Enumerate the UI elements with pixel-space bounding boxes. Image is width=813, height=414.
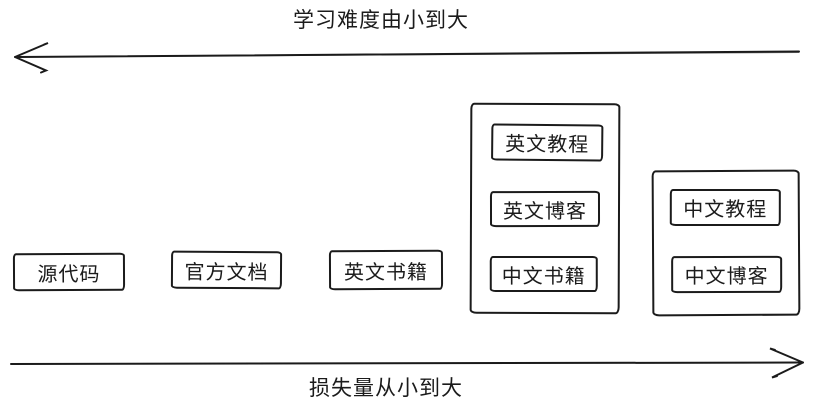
group-box-chinese: 中文教程 中文博客 — [651, 169, 801, 317]
box-chinese-books: 中文书籍 — [489, 255, 598, 293]
box-chinese-books-label: 中文书籍 — [501, 265, 586, 288]
difficulty-axis-arrow-left — [14, 42, 800, 74]
box-chinese-tutorials: 中文教程 — [669, 188, 781, 227]
group-box-english-chinese-mix: 英文教程 英文博客 中文书籍 — [469, 102, 621, 315]
box-english-blogs: 英文博客 — [489, 190, 601, 228]
box-english-tutorials-label: 英文教程 — [505, 133, 590, 157]
box-english-blogs-label: 英文博客 — [502, 200, 588, 223]
box-official-docs-label: 官方文档 — [184, 261, 269, 284]
bottom-axis-label: 损失量从小到大 — [309, 377, 463, 400]
top-axis-label: 学习难度由小到大 — [293, 9, 469, 32]
box-chinese-blogs: 中文博客 — [671, 255, 783, 294]
box-chinese-tutorials-label: 中文教程 — [683, 198, 768, 222]
box-english-tutorials: 英文教程 — [491, 123, 604, 162]
box-source-code: 源代码 — [12, 252, 126, 292]
loss-axis-arrow-right — [10, 347, 804, 379]
box-english-books: 英文书籍 — [328, 249, 444, 291]
box-english-books-label: 英文书籍 — [343, 261, 429, 284]
box-source-code-label: 源代码 — [37, 263, 101, 286]
box-official-docs: 官方文档 — [170, 250, 283, 290]
box-chinese-blogs-label: 中文博客 — [684, 265, 769, 289]
